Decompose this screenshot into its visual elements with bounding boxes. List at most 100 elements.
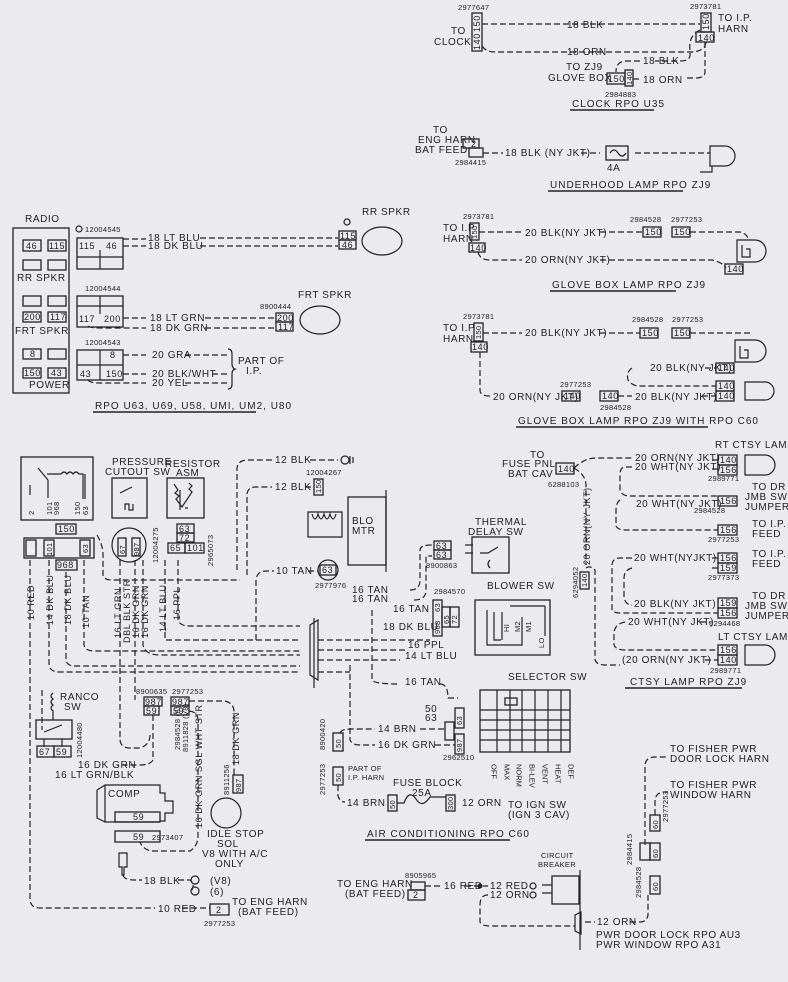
radio-section: RADIO 46 115 RR SPKR 200 117 FRT SPKR 8 … <box>12 207 410 413</box>
pin: 59 <box>56 747 67 757</box>
lamp-icon <box>744 644 776 666</box>
wire-label: 16 TAN <box>352 594 389 605</box>
speaker-icon <box>361 226 403 256</box>
wire-label: 18 ORN <box>567 47 607 58</box>
pin: 50 <box>334 739 343 748</box>
part-number: 8911256 <box>222 764 231 795</box>
section-title: AIR CONDITIONING RPO C60 <box>367 829 530 840</box>
part-number: 8900420 <box>318 719 327 750</box>
lamp-icon <box>744 454 776 476</box>
pin: 150 <box>24 368 41 378</box>
pin: 150 <box>73 502 82 515</box>
component-label: FRT SPKR <box>298 290 352 301</box>
connector <box>468 242 486 253</box>
switch-position: MAX <box>503 764 512 780</box>
label: WINDOW HARN <box>670 790 752 801</box>
label: JUMPER <box>745 502 788 513</box>
wire <box>644 756 668 845</box>
part-number: 8900863 <box>426 561 457 570</box>
pin: 987 <box>455 739 464 752</box>
wire-label: 18 LT BLU <box>148 233 200 244</box>
part-number: 2973781 <box>463 312 494 321</box>
part-number: 2977647 <box>458 3 489 12</box>
label: JMB SW <box>745 601 788 612</box>
pin: 140 <box>718 391 735 401</box>
part-number: 2984528 <box>630 215 661 224</box>
section-title: PWR DOOR LOCK RPO AU3 <box>596 930 741 941</box>
label: TO <box>433 125 448 136</box>
sensor-connector-icon <box>118 852 128 876</box>
pressure-cutout-switch <box>111 477 148 519</box>
pin: 150 <box>106 369 123 379</box>
connector <box>671 327 691 339</box>
pin: 117 <box>278 322 294 332</box>
section-title: GLOVE BOX LAMP RPO ZJ9 <box>552 280 706 291</box>
lamp-socket-icon <box>734 339 767 363</box>
label: TO DR <box>752 591 786 602</box>
radio-unit <box>12 227 70 394</box>
wire-label: 12 ORN <box>597 917 637 928</box>
pin: 72 <box>450 615 459 624</box>
pin: 150 <box>674 328 691 338</box>
pin: 2 <box>216 905 222 915</box>
courtesy-lamp-section: TO FUSE PNL BAT CAV 140 6288103 20 ORN(N… <box>502 440 788 689</box>
wire-label: 10 RED <box>26 585 36 620</box>
part-number: 2977253 <box>708 535 739 544</box>
wire-label: 16 DK GRN <box>78 760 136 771</box>
wire <box>134 560 300 700</box>
pin: 67 <box>39 747 50 757</box>
label: TO FISHER PWR <box>670 780 757 791</box>
fuse-icon <box>605 145 629 161</box>
wire <box>479 894 649 927</box>
switch-position: OFF <box>490 764 499 779</box>
pin: 156 <box>720 553 737 563</box>
component-label: RT CTSY LAMP <box>715 440 788 451</box>
label: (V8) <box>210 876 231 887</box>
pin: 117 <box>50 312 66 322</box>
switch-position: VENT <box>541 764 550 784</box>
component-label: COMP <box>108 789 140 800</box>
part-number: 12004545 <box>85 225 121 234</box>
component-label: BREAKER <box>538 860 576 869</box>
pin: 156 <box>720 608 737 618</box>
wire-label: 16 RED <box>444 881 483 892</box>
label: FRT SPKR <box>15 326 69 337</box>
clock-section: 2977647 TO CLOCK 140 150 18 BLK 18 ORN 2… <box>434 2 752 111</box>
label: HARN <box>718 24 749 35</box>
part-number: 8900444 <box>260 302 291 311</box>
switch-position: HEAT <box>554 764 563 784</box>
wire-label: 20 BLK(NY JKT) <box>635 392 717 403</box>
power-door-window-section: 8905965 TO ENG HARN (BAT FEED) 2 16 RED … <box>337 744 769 951</box>
pin: 63 <box>81 506 90 515</box>
part-number: 2984528 <box>634 867 643 898</box>
label: HARN <box>443 334 474 345</box>
component-label: CUTOUT SW <box>105 467 171 478</box>
label: I.P. HARN <box>348 773 384 782</box>
wire <box>481 41 707 53</box>
wire-label: 18 BLK <box>144 876 180 887</box>
part-number: 2984415 <box>455 158 486 167</box>
wire-label: 20 WHT(NY JKT) <box>628 617 714 628</box>
wire-label: 18 DK BLU <box>383 622 438 633</box>
pin: 101 <box>45 543 54 556</box>
connector <box>671 226 691 238</box>
pin: 987 <box>234 779 243 792</box>
label: BAT FEED <box>415 145 468 156</box>
wire <box>371 610 458 699</box>
pin: 150 <box>608 74 625 84</box>
pin: 65 <box>442 615 451 624</box>
pin: 115 <box>79 241 95 251</box>
wire-label: 20 ORN(NY JKT) <box>493 392 578 403</box>
component-label: FUSE BLOCK <box>393 778 462 789</box>
component-label: RADIO <box>25 214 60 225</box>
wire-label: 12 RED <box>490 881 529 892</box>
part-number: 12004544 <box>85 284 121 293</box>
part-number: 12004480 <box>75 722 84 758</box>
wire <box>339 665 455 746</box>
wire-label: 16 TAN <box>393 604 430 615</box>
label: TO FISHER PWR <box>670 744 757 755</box>
glove-box-lamp-c60-section: 2973781 TO I.P HARN 150 140 20 BLK(NY JK… <box>443 312 775 428</box>
thermal-delay-switch <box>471 536 510 574</box>
wire <box>626 367 716 387</box>
fuse-rating: 4A <box>607 163 620 174</box>
